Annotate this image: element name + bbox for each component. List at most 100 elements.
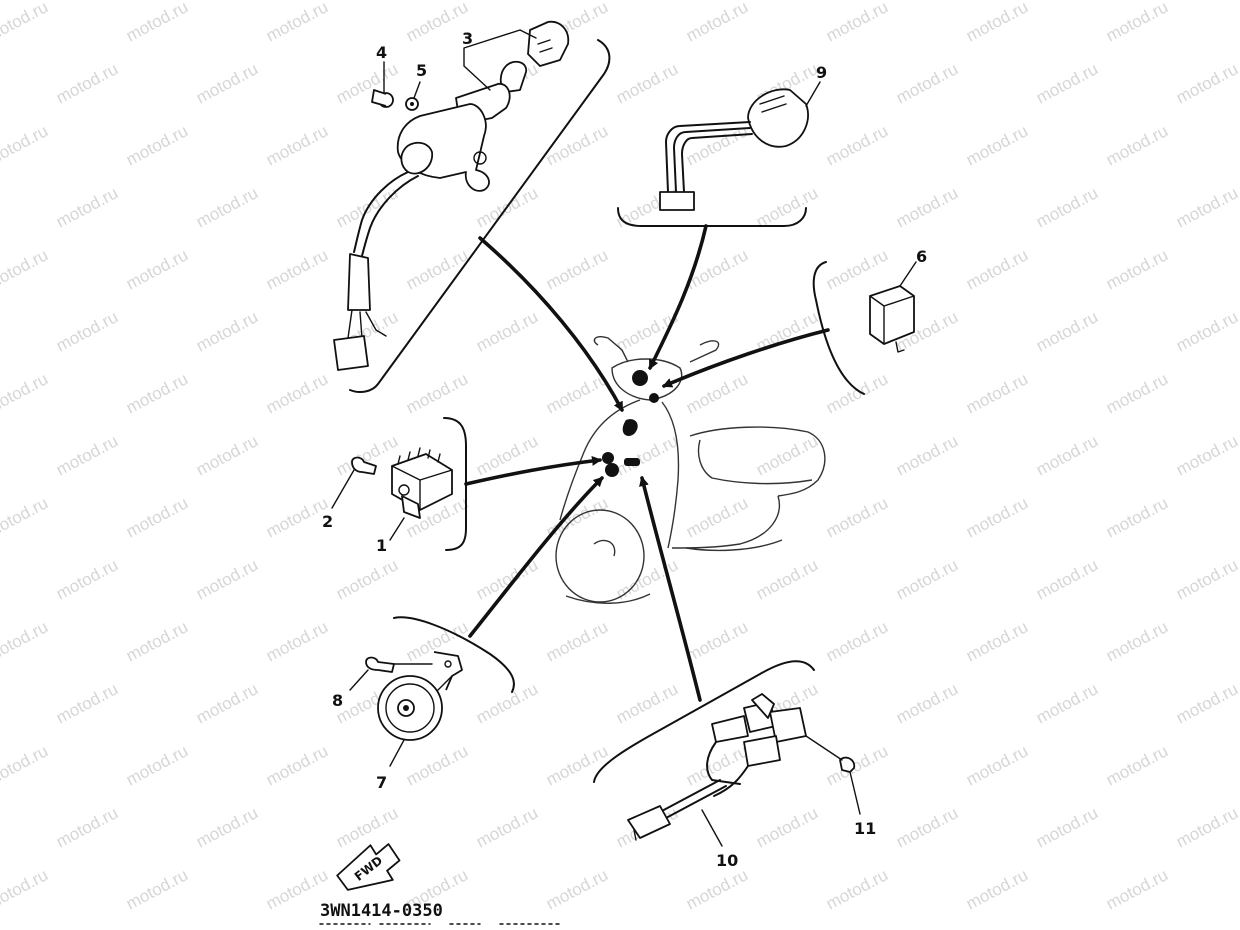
horn-unit xyxy=(349,651,463,767)
watermark-text: motod.ru xyxy=(1103,865,1171,913)
watermark-text: motod.ru xyxy=(823,121,891,169)
watermark-text: motod.ru xyxy=(753,183,821,231)
watermark-text: motod.ru xyxy=(263,741,331,789)
watermark-text: motod.ru xyxy=(1103,0,1171,46)
watermark-text: motod.ru xyxy=(683,0,751,46)
watermark-text: motod.ru xyxy=(1173,59,1240,107)
callout-4: 4 xyxy=(376,43,387,62)
watermark-text: motod.ru xyxy=(613,59,681,107)
watermark-text: motod.ru xyxy=(683,865,751,913)
watermark-text: motod.ru xyxy=(53,431,121,479)
watermark-text: motod.ru xyxy=(613,679,681,727)
watermark-text: motod.ru xyxy=(123,617,191,665)
watermark-text: motod.ru xyxy=(1033,679,1101,727)
watermark-text: motod.ru xyxy=(123,741,191,789)
watermark-text: motod.ru xyxy=(473,679,541,727)
watermark-text: motod.ru xyxy=(753,555,821,603)
watermark-text: motod.ru xyxy=(53,803,121,851)
watermark-text: motod.ru xyxy=(1103,245,1171,293)
watermark-text: motod.ru xyxy=(473,555,541,603)
watermark-text: motod.ru xyxy=(753,431,821,479)
watermark-text: motod.ru xyxy=(1173,183,1240,231)
watermark-text: motod.ru xyxy=(893,555,961,603)
watermark-text: motod.ru xyxy=(823,0,891,46)
watermark-text: motod.ru xyxy=(683,617,751,665)
watermark-text: motod.ru xyxy=(193,803,261,851)
watermark-text: motod.ru xyxy=(53,183,121,231)
watermark-text: motod.ru xyxy=(0,493,51,541)
callout-3: 3 xyxy=(462,29,473,48)
watermark-text: motod.ru xyxy=(963,369,1031,417)
fwd-direction-arrow: FWD xyxy=(336,843,401,891)
watermark-text: motod.ru xyxy=(543,865,611,913)
watermark-text: motod.ru xyxy=(893,183,961,231)
watermark-text: motod.ru xyxy=(403,369,471,417)
watermark-text: motod.ru xyxy=(893,431,961,479)
watermark-text: motod.ru xyxy=(123,245,191,293)
watermark-text: motod.ru xyxy=(893,803,961,851)
callout-1: 1 xyxy=(376,536,387,555)
bracket-relay-group xyxy=(812,261,865,395)
watermark-text: motod.ru xyxy=(963,121,1031,169)
watermark-text: motod.ru xyxy=(963,493,1031,541)
watermark-text: motod.ru xyxy=(613,555,681,603)
watermark-text: motod.ru xyxy=(823,493,891,541)
bracket-harness-group xyxy=(593,660,815,783)
watermark-text: motod.ru xyxy=(1033,59,1101,107)
wire-harness xyxy=(627,693,861,847)
watermark-text: motod.ru xyxy=(683,369,751,417)
bracket-regulator-group xyxy=(443,417,467,551)
watermark-text: motod.ru xyxy=(193,431,261,479)
watermark-text: motod.ru xyxy=(1033,431,1101,479)
watermark-text: motod.ru xyxy=(823,865,891,913)
watermark-text: motod.ru xyxy=(613,431,681,479)
callout-7: 7 xyxy=(376,773,387,792)
watermark-text: motod.ru xyxy=(963,617,1031,665)
watermark-text: motod.ru xyxy=(0,617,51,665)
ignition-switch-assembly xyxy=(333,20,570,371)
watermark-text: motod.ru xyxy=(1033,183,1101,231)
callout-5: 5 xyxy=(416,61,427,80)
watermark-text: motod.ru xyxy=(823,369,891,417)
watermark-text: motod.ru xyxy=(473,803,541,851)
watermark-text: motod.ru xyxy=(963,0,1031,46)
watermark-text: motod.ru xyxy=(193,183,261,231)
handlebar-switch xyxy=(659,81,821,211)
watermark-text: motod.ru xyxy=(123,369,191,417)
callout-11: 11 xyxy=(854,819,876,838)
watermark-text: motod.ru xyxy=(193,59,261,107)
watermark-text: motod.ru xyxy=(193,307,261,355)
callout-10: 10 xyxy=(716,851,738,870)
relay-unit xyxy=(869,261,917,353)
watermark-text: motod.ru xyxy=(1173,431,1240,479)
callout-8: 8 xyxy=(332,691,343,710)
part-number-code: 3WN1414-0350 xyxy=(320,901,443,921)
watermark-text: motod.ru xyxy=(543,741,611,789)
watermark-text: motod.ru xyxy=(123,493,191,541)
watermark-text: motod.ru xyxy=(123,865,191,913)
watermark-text: motod.ru xyxy=(53,59,121,107)
bracket-ignition-group xyxy=(349,39,611,393)
watermark-text: motod.ru xyxy=(0,245,51,293)
watermark-text: motod.ru xyxy=(893,59,961,107)
watermark-text: motod.ru xyxy=(893,679,961,727)
watermark-text: motod.ru xyxy=(1033,555,1101,603)
watermark-text: motod.ru xyxy=(193,555,261,603)
watermark-text: motod.ru xyxy=(0,741,51,789)
watermark-text: motod.ru xyxy=(823,617,891,665)
watermark-text: motod.ru xyxy=(333,555,401,603)
watermark-text: motod.ru xyxy=(1173,679,1240,727)
watermark-text: motod.ru xyxy=(53,555,121,603)
watermark-text: motod.ru xyxy=(823,741,891,789)
watermark-text: motod.ru xyxy=(683,493,751,541)
watermark-text: motod.ru xyxy=(333,803,401,851)
watermark-text: motod.ru xyxy=(613,307,681,355)
watermark-text: motod.ru xyxy=(1103,493,1171,541)
watermark-text: motod.ru xyxy=(1103,121,1171,169)
watermark-text: motod.ru xyxy=(0,369,51,417)
watermark-text: motod.ru xyxy=(0,865,51,913)
regulator-unit xyxy=(331,447,453,541)
